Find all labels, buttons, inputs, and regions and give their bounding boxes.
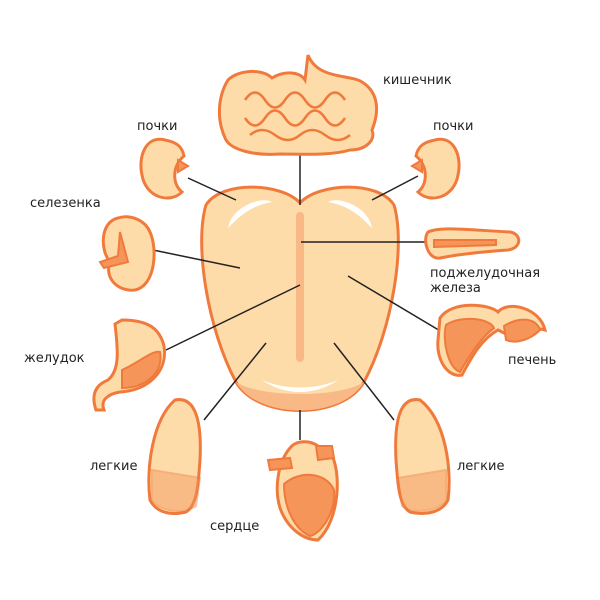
label-lung-left: легкие [90, 459, 137, 474]
stomach-illustration [92, 318, 167, 412]
lung-left-illustration [147, 398, 202, 515]
label-kidney-right: почки [433, 119, 473, 134]
kidney-right-illustration [410, 137, 461, 200]
label-stomach: желудок [24, 351, 85, 366]
intestine-illustration [217, 54, 379, 156]
heart-illustration [266, 440, 339, 542]
pancreas-illustration [424, 227, 521, 260]
kidney-left-illustration [139, 137, 190, 200]
label-pancreas-line1: поджелудочная [430, 266, 540, 281]
label-spleen: селезенка [30, 196, 101, 211]
connector-lines [152, 152, 443, 440]
label-lung-right: легкие [457, 459, 504, 474]
label-heart: сердце [210, 519, 259, 534]
spleen-illustration [98, 215, 156, 292]
liver-illustration [436, 303, 548, 377]
label-intestine: кишечник [383, 73, 452, 88]
tongue [200, 185, 400, 412]
label-pancreas-line2: железа [430, 281, 481, 296]
lung-right-illustration [394, 398, 451, 515]
label-kidney-left: почки [137, 119, 177, 134]
label-liver: печень [508, 353, 556, 368]
